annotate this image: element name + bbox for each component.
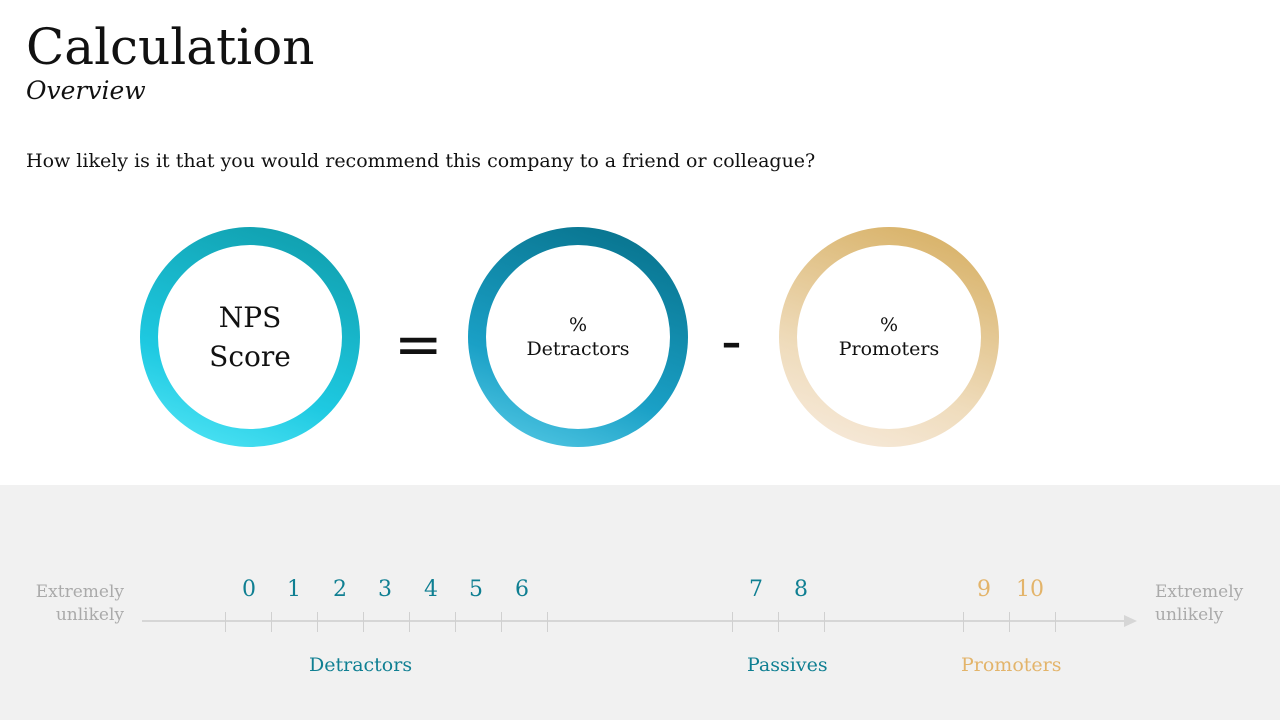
promoters-percent-sign: % [879,314,899,336]
scale-tick [271,612,272,632]
promoters-label: Promoters [838,338,940,360]
scale-number: 2 [333,577,347,602]
scale-number: 9 [977,577,991,602]
scale-tick [455,612,456,632]
scale-tick [225,612,226,632]
scale-right-label-line2: unlikely [1155,605,1224,625]
scale-tick [732,612,733,632]
scale-right-label: Extremely unlikely [1155,581,1243,627]
nps-label-line2: Score [209,340,291,373]
scale-tick [547,612,548,632]
scale-number: 3 [378,577,392,602]
detractors-ring-inner: % Detractors [486,245,670,429]
scale-tick [409,612,410,632]
page-subtitle: Overview [26,76,146,105]
scale-tick [1009,612,1010,632]
nps-label-line1: NPS [218,301,282,334]
scale-left-label: Extremely unlikely [26,581,124,627]
scale-tick [501,612,502,632]
scale-number: 8 [794,577,808,602]
scale-tick [824,612,825,632]
scale-tick [778,612,779,632]
scale-number: 7 [749,577,763,602]
scale-number: 6 [515,577,529,602]
promoters-ring: % Promoters [779,227,999,447]
nps-score-ring-inner: NPS Score [158,245,342,429]
scale-right-label-line1: Extremely [1155,582,1244,602]
scale-arrow-head [1124,615,1137,627]
scale-band [0,485,1280,720]
scale-axis-line [142,620,1128,622]
scale-number: 1 [287,577,301,602]
scale-tick [363,612,364,632]
group-label-detractors: Detractors [309,654,413,676]
group-label-promoters: Promoters [961,654,1062,676]
minus-sign: - [721,307,742,375]
scale-number: 10 [1016,577,1044,602]
scale-left-label-line1: Extremely [35,582,124,602]
scale-number: 5 [469,577,483,602]
scale-number: 0 [242,577,256,602]
detractors-label: Detractors [526,338,630,360]
detractors-ring: % Detractors [468,227,688,447]
scale-tick [1055,612,1056,632]
page-title: Calculation [26,18,315,76]
scale-tick [963,612,964,632]
scale-tick [317,612,318,632]
nps-score-ring: NPS Score [140,227,360,447]
scale-left-label-line2: unlikely [55,605,124,625]
group-label-passives: Passives [747,654,828,676]
promoters-ring-inner: % Promoters [797,245,981,429]
equals-sign: = [394,310,443,378]
scale-number: 4 [424,577,438,602]
survey-question: How likely is it that you would recommen… [26,150,816,172]
detractors-percent-sign: % [568,314,588,336]
